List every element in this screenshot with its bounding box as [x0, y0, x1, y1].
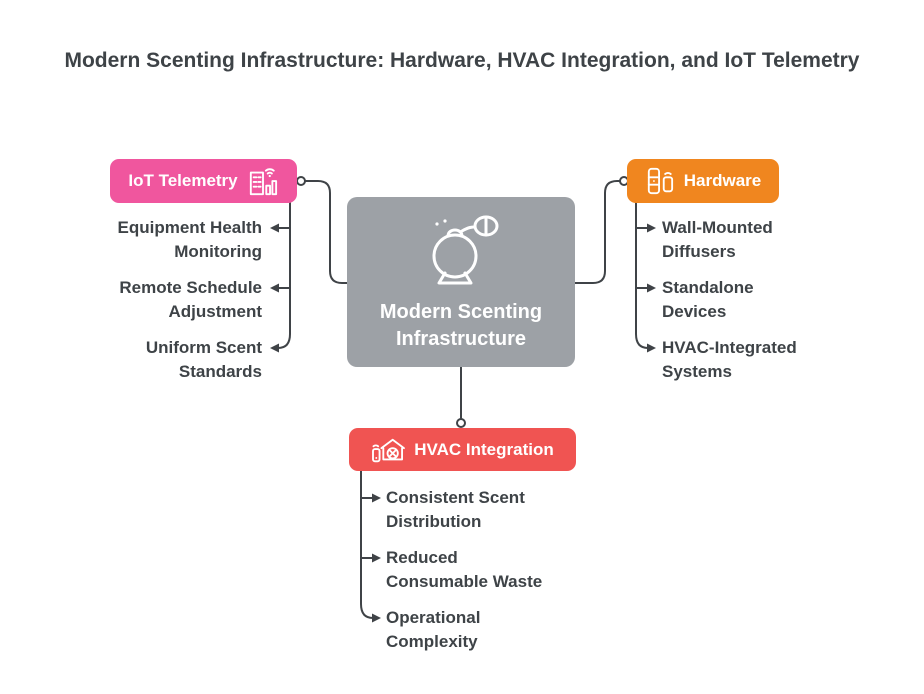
perfume-atomizer-icon — [417, 211, 505, 294]
branch-item-wall-mounted-diffusers: Wall-Mounted Diffusers — [662, 218, 773, 261]
page-title: Modern Scenting Infrastructure: Hardware… — [64, 49, 860, 72]
branch-item-operational-complexity: Operational Complexity — [386, 608, 481, 651]
branch-item-consistent-scent-distribution: Consistent Scent Distribution — [386, 488, 525, 531]
central-node: Modern Scenting Infrastructure — [347, 197, 575, 367]
branch-header-hvac-integration: HVAC Integration — [349, 428, 576, 471]
branch-item-hvac-integrated-systems: HVAC-Integrated Systems — [662, 338, 797, 381]
branch-header-hardware: Hardware — [627, 159, 779, 203]
branch-label-iot-telemetry: IoT Telemetry — [128, 171, 238, 190]
branch-item-standalone-devices: Standalone Devices — [662, 278, 754, 321]
branch-item-reduced-consumable-waste: Reduced Consumable Waste — [386, 548, 543, 591]
central-node-label: Modern Scenting Infrastructure — [379, 301, 543, 350]
diffuser-remote-icon — [645, 167, 675, 195]
branch-label-hardware: Hardware — [683, 171, 762, 190]
branch-item-equipment-health-monitoring: Equipment Health Monitoring — [117, 218, 262, 261]
branch-header-iot-telemetry: IoT Telemetry — [110, 159, 297, 203]
building-wifi-chart-icon — [247, 166, 279, 196]
house-fan-remote-icon — [371, 435, 406, 465]
branch-label-hvac-integration: HVAC Integration — [414, 439, 554, 459]
branch-item-uniform-scent-standards: Uniform Scent Standards — [145, 338, 262, 381]
branch-item-remote-schedule-adjustment: Remote Schedule Adjustment — [119, 278, 262, 321]
